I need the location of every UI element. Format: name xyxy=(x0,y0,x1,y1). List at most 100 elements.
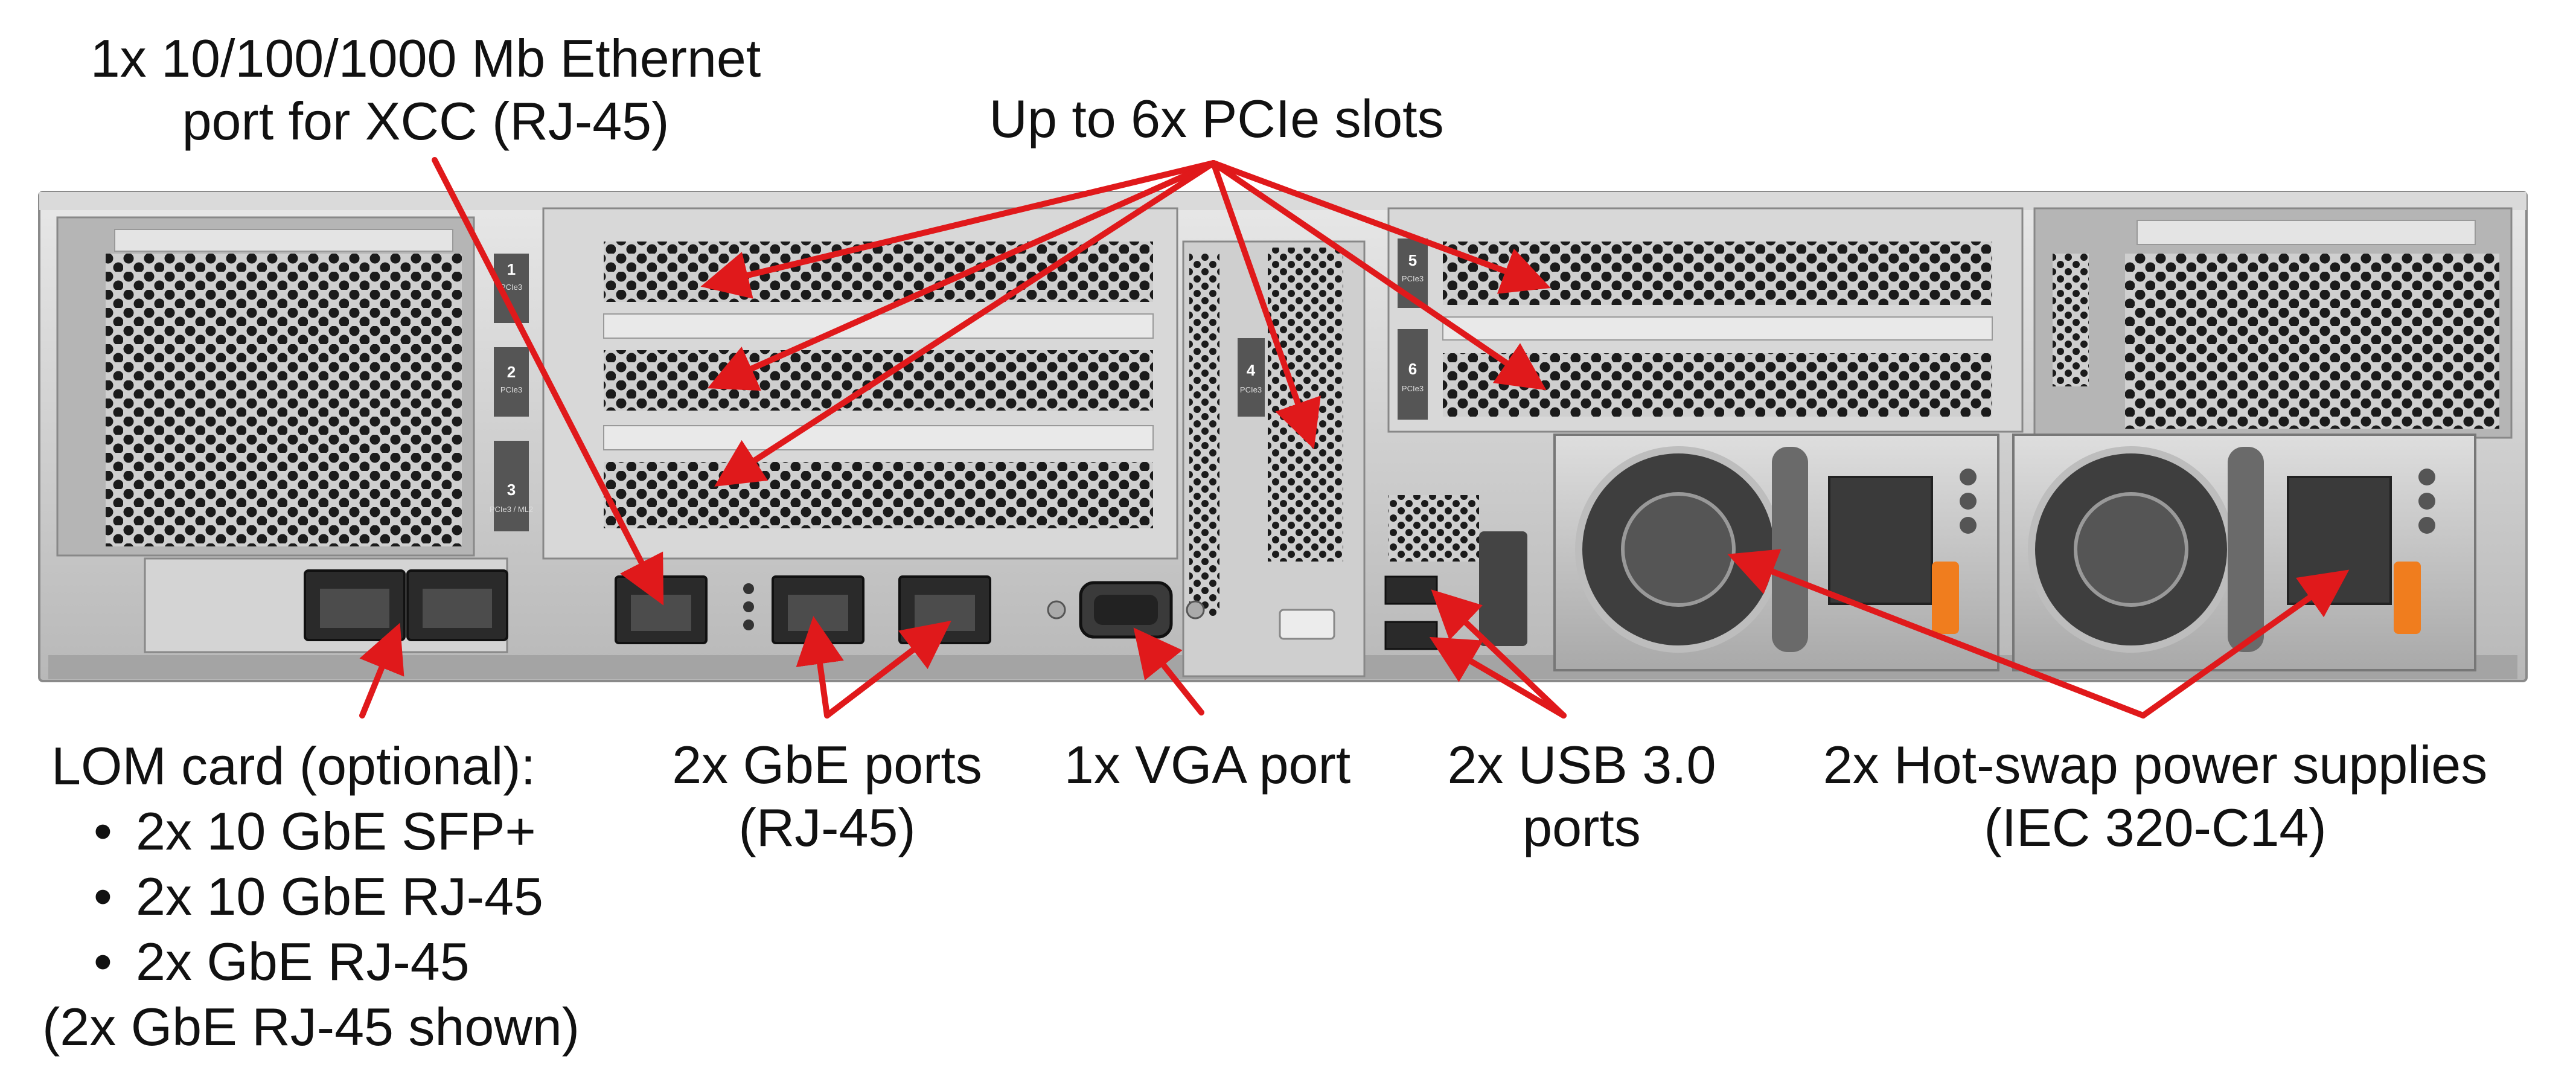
label-usb-ports: 2x USB 3.0 ports xyxy=(1413,734,1751,859)
slot-tag-3: PCIe3 / ML2 xyxy=(490,505,533,514)
psu-2-led-1 xyxy=(2418,469,2435,485)
left-vent-mesh xyxy=(106,254,462,546)
cable-clip xyxy=(1479,531,1527,646)
label-gbe-line-2: (RJ-45) xyxy=(738,798,916,857)
label-xcc-line-1: 1x 10/100/1000 Mb Ethernet xyxy=(90,28,761,88)
right-vent-mesh xyxy=(2125,254,2499,429)
slot-number-1: 1 xyxy=(507,260,516,278)
arrow-lom xyxy=(359,623,404,719)
vga-screw-right xyxy=(1186,600,1205,619)
label-lom-card: LOM card (optional): 2x 10 GbE SFP+ 2x 1… xyxy=(42,734,580,1060)
label-pcie-slots: Up to 6x PCIe slots xyxy=(930,88,1503,150)
slot-5-mesh xyxy=(1443,242,1992,305)
label-lom-note: (2x GbE RJ-45 shown) xyxy=(42,997,580,1057)
vga-port-inner xyxy=(1094,595,1158,625)
slot-tag-2: PCIe3 xyxy=(500,385,522,394)
label-pcie-line-1: Up to 6x PCIe slots xyxy=(989,89,1444,149)
slot-number-6: 6 xyxy=(1408,360,1417,378)
arrow-usb-1 xyxy=(1431,589,1567,719)
label-vga-port: 1x VGA port xyxy=(1038,734,1376,796)
label-vga-line-1: 1x VGA port xyxy=(1064,735,1351,795)
psu-1-latch xyxy=(1932,562,1959,634)
arrow-psu-2 xyxy=(2140,569,2350,719)
arrow-gbe-2 xyxy=(824,620,951,719)
arrow-pcie-5 xyxy=(1210,160,1551,294)
vga-screw-left xyxy=(1047,600,1066,619)
led-3 xyxy=(743,619,754,630)
slot-tag-6: PCIe3 xyxy=(1402,384,1424,393)
slot-number-4: 4 xyxy=(1247,361,1256,379)
left-vent-bracket xyxy=(114,229,453,252)
label-psu-line-2: (IEC 320-C14) xyxy=(1984,798,2327,857)
arrow-vga xyxy=(1133,627,1204,715)
arrow-gbe-1 xyxy=(796,616,844,719)
slot-4-mesh xyxy=(1268,248,1343,562)
slot-5-divider xyxy=(1442,316,1993,341)
arrow-pcie-4 xyxy=(1210,160,1321,449)
label-xcc-line-2: port for XCC (RJ-45) xyxy=(182,91,670,151)
psu-1-led-1 xyxy=(1960,469,1977,485)
arrow-pcie-3 xyxy=(714,160,1216,487)
arrow-xcc xyxy=(432,157,664,606)
arrow-pcie-1 xyxy=(700,160,1216,299)
slot-1-mesh xyxy=(604,242,1153,302)
slot-number-3: 3 xyxy=(507,481,516,499)
label-lom-title: LOM card (optional): xyxy=(51,736,536,796)
usb-port-1 xyxy=(1384,575,1438,605)
lom-port-1-inner xyxy=(320,589,389,628)
label-lom-option-1: 2x 10 GbE SFP+ xyxy=(94,799,580,864)
label-xcc-port: 1x 10/100/1000 Mb Ethernet port for XCC … xyxy=(48,27,803,153)
psu-2-handle xyxy=(2228,447,2264,652)
led-2 xyxy=(743,601,754,612)
label-usb-line-2: ports xyxy=(1523,798,1641,857)
slot-number-5: 5 xyxy=(1408,251,1417,269)
psu-1-handle xyxy=(1772,447,1808,652)
label-psu-line-1: 2x Hot-swap power supplies xyxy=(1823,735,2488,795)
psu-2-fan-hub xyxy=(2074,492,2188,607)
slot-tag-4: PCIe3 xyxy=(1240,385,1262,394)
psu-1-inlet xyxy=(1828,476,1933,605)
slot-label-3 xyxy=(494,441,529,531)
usb-port-2 xyxy=(1384,621,1438,650)
right-vent-small-mesh xyxy=(2053,254,2089,386)
slot-6-mesh xyxy=(1443,353,1992,417)
psu-2-led-2 xyxy=(2418,493,2435,510)
right-vent-bracket xyxy=(2137,220,2476,245)
slot-number-2: 2 xyxy=(507,363,516,381)
slot-tag-5: PCIe3 xyxy=(1402,274,1424,283)
usb-mesh xyxy=(1389,495,1479,562)
slot-label-2 xyxy=(494,347,529,417)
label-lom-option-3: 2x GbE RJ-45 xyxy=(94,929,580,994)
middle-vent-left xyxy=(1189,254,1219,616)
slot-label-6 xyxy=(1398,329,1428,420)
label-usb-line-1: 2x USB 3.0 xyxy=(1447,735,1716,795)
psu-1-led-3 xyxy=(1960,517,1977,534)
arrow-pcie-2 xyxy=(707,160,1216,391)
label-power-supplies: 2x Hot-swap power supplies (IEC 320-C14) xyxy=(1775,734,2536,859)
xcc-port-inner xyxy=(631,595,691,631)
slot-3-mesh xyxy=(604,462,1153,528)
slot-1-divider xyxy=(603,313,1154,339)
label-gbe-ports: 2x GbE ports (RJ-45) xyxy=(640,734,1014,859)
label-gbe-line-1: 2x GbE ports xyxy=(672,735,982,795)
psu-2-led-3 xyxy=(2418,517,2435,534)
label-lom-option-2: 2x 10 GbE RJ-45 xyxy=(94,864,580,929)
callout-arrows xyxy=(359,157,2350,719)
led-1 xyxy=(743,583,754,594)
gbe-port-2-inner xyxy=(915,595,975,631)
arrow-psu-1 xyxy=(1727,549,2146,719)
slot-tag-1: PCIe3 xyxy=(500,283,522,292)
psu-2-inlet xyxy=(2287,476,2392,605)
slot-label-4 xyxy=(1238,338,1265,417)
lom-port-2-inner xyxy=(423,589,492,628)
psu-1-fan-hub xyxy=(1621,492,1736,607)
arrow-pcie-6 xyxy=(1210,160,1547,391)
psu-1-led-2 xyxy=(1960,493,1977,510)
middle-release-tab xyxy=(1279,609,1335,640)
arrow-usb-2 xyxy=(1429,636,1567,719)
gbe-port-1-inner xyxy=(788,595,848,631)
psu-2-latch xyxy=(2394,562,2421,634)
slot-2-divider xyxy=(603,425,1154,450)
